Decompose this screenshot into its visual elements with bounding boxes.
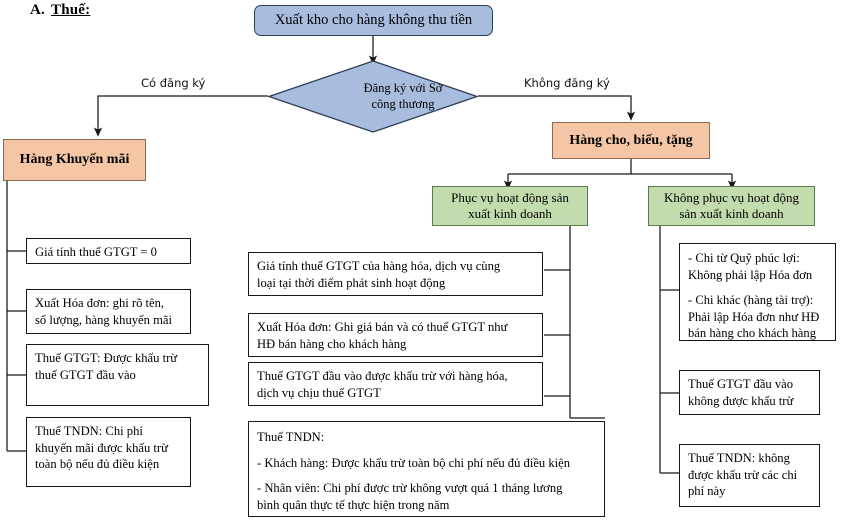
leaf-promo-2: Thuế GTGT: Được khấu trừ thuế GTGT đầu v… <box>26 344 209 406</box>
node-decision-line2: công thương <box>371 97 435 112</box>
leaf-nonbusiness-1-line1: không được khấu trừ <box>688 393 794 408</box>
leaf-nonbusiness-0-line2: - Chi khác (hàng tài trợ): <box>688 293 814 308</box>
leaf-business-tndn-bullet1: - Khách hàng: Được khấu trừ toàn bộ chi … <box>257 455 571 470</box>
node-nonbusiness-use-line2: sản xuất kinh doanh <box>679 206 784 221</box>
leaf-business-0-line1: loại tại thời điểm phát sinh hoạt động <box>257 275 446 290</box>
leaf-business-2: Thuế GTGT đầu vào được khấu trừ với hàng… <box>248 362 543 406</box>
edge-label-unregistered-text: Không đăng ký <box>524 76 610 90</box>
leaf-business-2-line1: dịch vụ chịu thuế GTGT <box>257 385 381 400</box>
leaf-business-0: Giá tính thuế GTGT của hàng hóa, dịch vụ… <box>248 252 543 296</box>
node-decision[interactable]: Đăng ký với Sở công thương <box>266 60 480 133</box>
edge-label-registered: Có đăng ký <box>141 76 205 90</box>
leaf-promo-1: Xuất Hóa đơn: ghi rõ tên, số lượng, hàng… <box>26 289 191 334</box>
node-root[interactable]: Xuất kho cho hàng không thu tiền <box>254 5 493 36</box>
leaf-nonbusiness-0-group2: - Chi khác (hàng tài trợ): Phải lập Hóa … <box>688 292 828 342</box>
leaf-business-tndn-bullet2: - Nhân viên: Chi phí được trừ không vượt… <box>257 480 597 513</box>
leaf-promo-3-line1: khuyến mãi được khấu trừ <box>35 440 168 455</box>
leaf-promo-0-line0: Giá tính thuế GTGT = 0 <box>35 245 157 259</box>
edge-label-registered-text: Có đăng ký <box>141 76 206 90</box>
node-decision-line1: Đăng ký với Sở <box>363 81 443 95</box>
leaf-nonbusiness-2-line2: phí này <box>688 484 726 499</box>
node-nonbusiness-use-line1: Không phục vụ hoạt động <box>663 190 800 206</box>
leaf-nonbusiness-2-line0: Thuế TNDN: không <box>688 451 790 465</box>
leaf-nonbusiness-0-line3: Phải lập Hóa đơn như HĐ <box>688 309 820 324</box>
leaf-business-tndn-bullet2-line2: bình quân thực tế thực hiện trong năm <box>257 497 450 512</box>
page-title-word: Thuế: <box>50 2 91 18</box>
leaf-promo-1-line0: Xuất Hóa đơn: ghi rõ tên, <box>35 296 165 310</box>
node-nonbusiness-use[interactable]: Không phục vụ hoạt động sản xuất kinh do… <box>648 186 815 226</box>
leaf-promo-2-line1: thuế GTGT đầu vào <box>35 367 136 382</box>
leaf-promo-2-line0: Thuế GTGT: Được khấu trừ <box>35 351 178 365</box>
node-gift[interactable]: Hàng cho, biếu, tặng <box>552 122 710 159</box>
leaf-business-tndn: Thuế TNDN: - Khách hàng: Được khấu trừ t… <box>248 421 605 517</box>
edge-label-unregistered: Không đăng ký <box>524 76 610 90</box>
leaf-promo-0: Giá tính thuế GTGT = 0 <box>26 238 191 264</box>
node-promotion[interactable]: Hàng Khuyến mãi <box>3 139 146 181</box>
page-title-letter: A. <box>30 2 45 18</box>
node-root-label: Xuất kho cho hàng không thu tiền <box>274 11 473 28</box>
leaf-business-0-line0: Giá tính thuế GTGT của hàng hóa, dịch vụ… <box>257 259 501 273</box>
page-title: A. Thuế: <box>30 2 90 19</box>
node-business-use[interactable]: Phục vụ hoạt động sản xuất kinh doanh <box>432 186 588 226</box>
leaf-nonbusiness-2-line1: được khấu trừ các chi <box>688 467 798 482</box>
leaf-nonbusiness-1: Thuế GTGT đầu vào không được khấu trừ <box>679 370 820 415</box>
leaf-nonbusiness-1-line0: Thuế GTGT đầu vào <box>688 377 794 391</box>
leaf-business-2-line0: Thuế GTGT đầu vào được khấu trừ với hàng… <box>257 369 508 383</box>
node-business-use-line2: xuất kinh doanh <box>468 206 552 221</box>
leaf-business-1: Xuất Hóa đơn: Ghi giá bán và có thuế GTG… <box>248 313 543 357</box>
node-gift-label: Hàng cho, biếu, tặng <box>569 132 693 148</box>
leaf-nonbusiness-0-line1: Không phải lập Hóa đơn <box>688 267 813 282</box>
leaf-promo-3-line2: toàn bộ nếu đủ điều kiện <box>35 457 160 472</box>
leaf-promo-3: Thuế TNDN: Chi phí khuyến mãi được khấu … <box>26 417 191 487</box>
node-business-use-line1: Phục vụ hoạt động sản <box>451 190 569 206</box>
leaf-business-1-line1: HĐ bán hàng cho khách hàng <box>257 336 407 351</box>
leaf-nonbusiness-0-line0: - Chi từ Quỹ phúc lợi: <box>688 251 800 265</box>
leaf-nonbusiness-0-line4: bán hàng cho khách hàng <box>688 326 816 341</box>
leaf-business-1-line0: Xuất Hóa đơn: Ghi giá bán và có thuế GTG… <box>257 320 508 334</box>
node-decision-label: Đăng ký với Sở công thương <box>268 80 508 113</box>
leaf-promo-3-line0: Thuế TNDN: Chi phí <box>35 424 143 438</box>
leaf-promo-1-line1: số lượng, hàng khuyến mãi <box>35 312 172 327</box>
leaf-nonbusiness-2: Thuế TNDN: không được khấu trừ các chi p… <box>679 444 820 507</box>
node-promotion-label: Hàng Khuyến mãi <box>19 152 130 168</box>
leaf-nonbusiness-0: - Chi từ Quỹ phúc lợi: Không phải lập Hó… <box>679 243 836 341</box>
leaf-business-tndn-bullet2-line1: - Nhân viên: Chi phí được trừ không vượt… <box>257 481 563 496</box>
leaf-business-tndn-title: Thuế TNDN: <box>257 430 325 444</box>
leaf-nonbusiness-0-group1: - Chi từ Quỹ phúc lợi: Không phải lập Hó… <box>688 250 828 283</box>
